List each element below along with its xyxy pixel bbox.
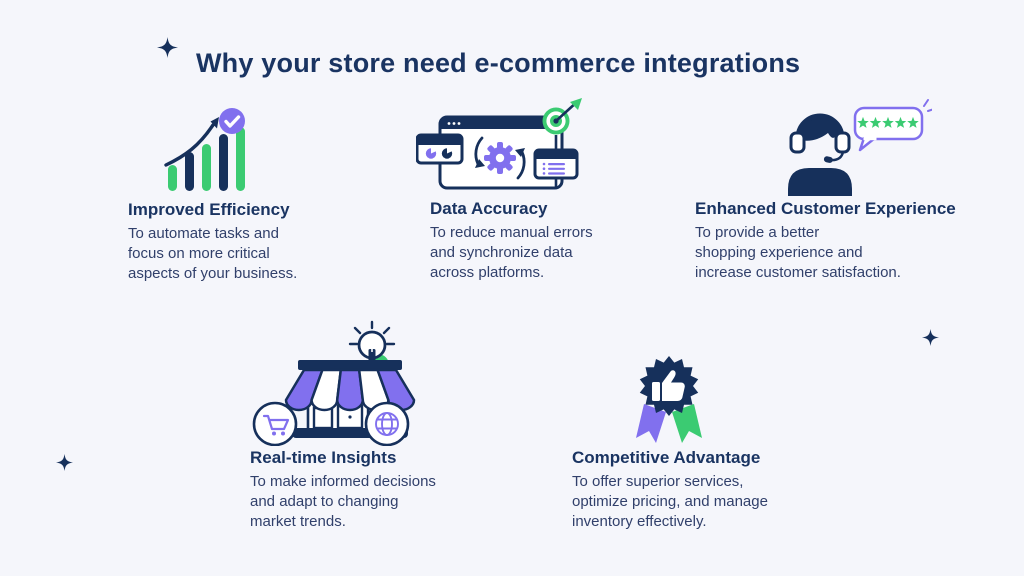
card-description: To reduce manual errors and synchronize …: [430, 224, 593, 281]
icon-wrap: [128, 102, 348, 199]
sparkle-icon: [922, 329, 939, 346]
icon-wrap: [695, 98, 955, 198]
award-badge-thumbs-up-icon: [636, 356, 702, 443]
card-heading: Competitive Advantage: [572, 448, 761, 467]
storefront-lightbulb-cart-globe-icon: [252, 320, 416, 447]
card-description: To offer superior services, optimize pri…: [572, 473, 768, 530]
page-title: Why your store need e-commerce integrati…: [196, 48, 801, 79]
card-description: To make informed decisions and adapt to …: [250, 473, 436, 530]
card-improved-efficiency: Improved Efficiency To automate tasks an…: [128, 102, 348, 284]
card-heading: Improved Efficiency: [128, 200, 290, 219]
card-real-time-insights: Real-time Insights To make informed deci…: [250, 316, 470, 532]
browser-sync-gear-target-icon: [415, 98, 582, 190]
card-description: To automate tasks and focus on more crit…: [128, 225, 298, 282]
card-enhanced-customer-experience: Enhanced Customer Experience To provide …: [695, 98, 956, 283]
card-competitive-advantage: Competitive Advantage To offer superior …: [572, 346, 802, 532]
sparkle-icon: [56, 454, 73, 471]
icon-wrap: [415, 98, 650, 198]
title-sparkle-icon: [157, 37, 178, 58]
card-heading: Data Accuracy: [430, 199, 548, 218]
icon-wrap: [250, 316, 470, 447]
card-heading: Enhanced Customer Experience: [695, 199, 956, 218]
icon-wrap: [572, 346, 802, 447]
support-agent-five-star-review-icon: [788, 99, 935, 196]
card-heading: Real-time Insights: [250, 448, 397, 467]
growth-bar-chart-check-icon: [164, 108, 245, 191]
card-description: To provide a better shopping experience …: [695, 224, 901, 281]
card-data-accuracy: Data Accuracy To reduce manual errors an…: [415, 98, 650, 283]
